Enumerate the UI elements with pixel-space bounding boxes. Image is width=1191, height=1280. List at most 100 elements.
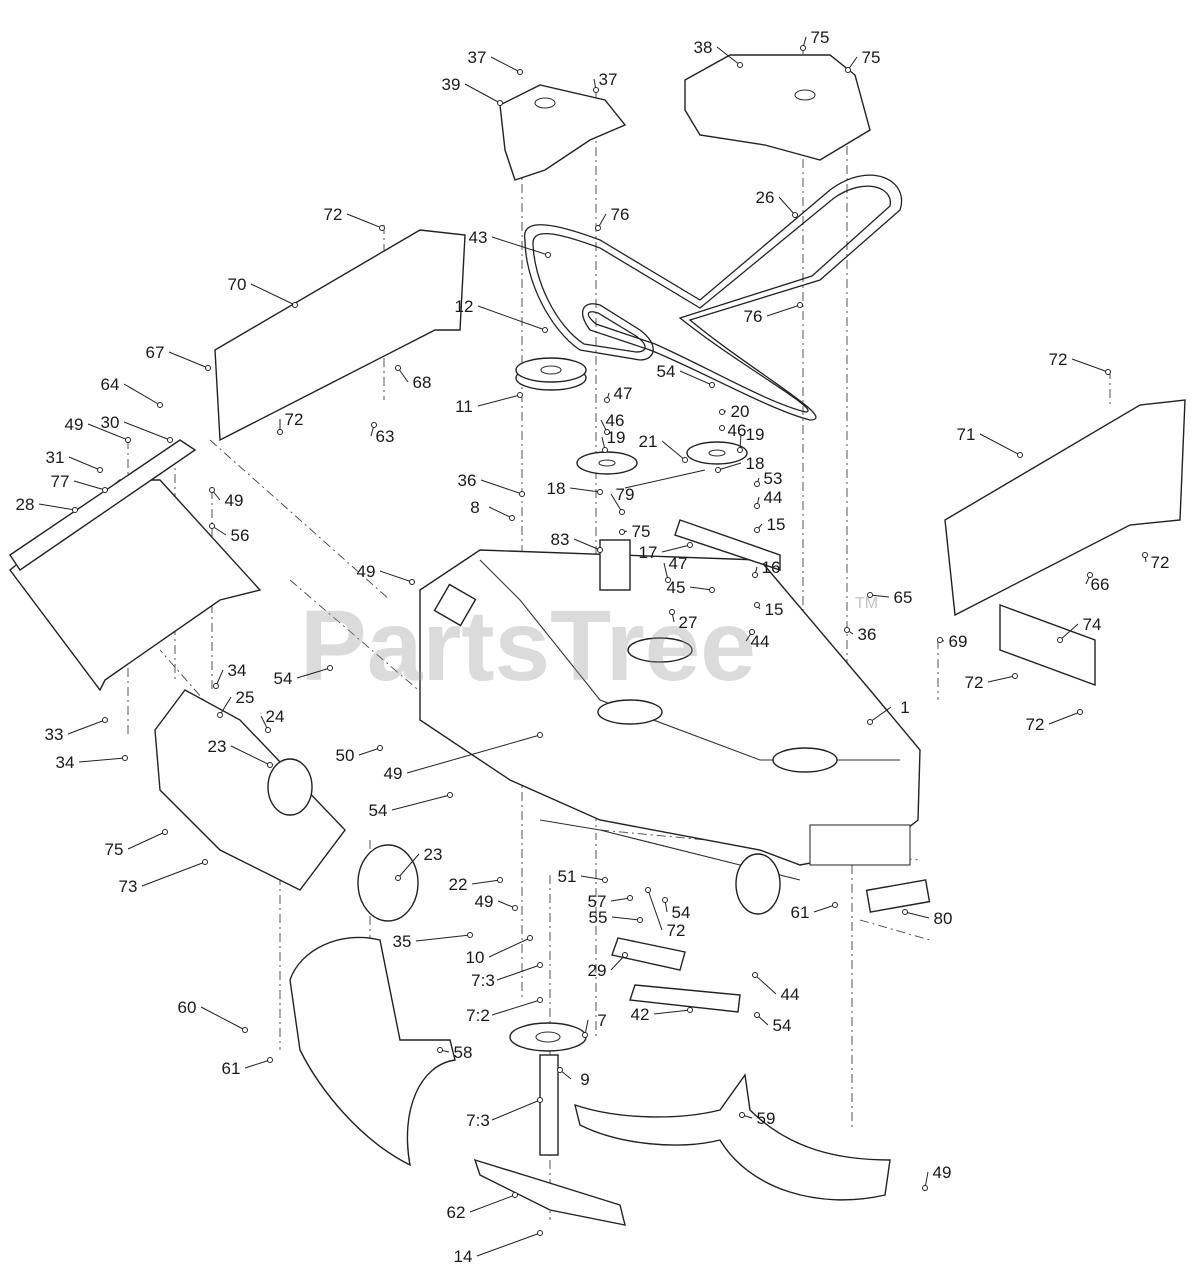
hardware-fastener (519, 491, 525, 497)
hardware-fastener (97, 467, 103, 473)
callout-number: 54 (369, 801, 388, 820)
callout-72-62: 72 (965, 673, 1018, 692)
callout-leader-line (679, 370, 713, 386)
hardware-fastener (512, 905, 518, 911)
callout-61-81: 61 (791, 902, 838, 922)
callout-66-51: 66 (1085, 572, 1109, 594)
callout-77-35: 77 (51, 472, 108, 493)
hardware-fastener (1105, 369, 1111, 375)
callout-number: 29 (588, 961, 607, 980)
callout-leader-line (250, 283, 296, 306)
hardware-fastener (377, 745, 383, 751)
callout-24-65: 24 (260, 707, 284, 733)
callout-number: 33 (45, 725, 64, 744)
callout-75-3: 75 (845, 48, 880, 73)
callout-number: 54 (672, 903, 691, 922)
hardware-fastener (277, 429, 283, 435)
callout-number: 80 (934, 909, 953, 928)
hardware-fastener (162, 829, 168, 835)
hardware-fastener (792, 212, 798, 218)
callout-72-49: 72 (1142, 552, 1169, 572)
callout-number: 1 (900, 698, 909, 717)
callout-leader-line (653, 1009, 691, 1015)
callout-34-68: 34 (56, 753, 128, 772)
callout-79-37: 79 (610, 485, 634, 515)
callout-64-20: 64 (101, 375, 163, 408)
hardware-fastener (832, 902, 838, 908)
hardware-fastener (379, 225, 385, 231)
hardware-fastener (217, 712, 223, 718)
hardware-fastener (754, 481, 760, 487)
callout-53-33: 53 (754, 469, 782, 488)
callout-26-8: 26 (756, 188, 798, 218)
callout-47-16: 47 (604, 384, 632, 403)
watermark: PartsTree TM (300, 590, 878, 702)
callout-leader-line (168, 351, 209, 369)
hardware-fastener (737, 62, 743, 68)
callout-57-77: 57 (588, 892, 633, 911)
callout-leader-line (766, 304, 801, 317)
callout-45-53: 45 (667, 578, 715, 597)
callout-33-67: 33 (45, 717, 108, 744)
callout-39-5: 39 (442, 75, 503, 106)
callout-leader-line (488, 937, 531, 958)
hardware-fastener (752, 572, 758, 578)
hardware-fastener (627, 895, 633, 901)
callout-number: 21 (639, 432, 658, 451)
callout-number: 15 (765, 600, 784, 619)
callout-7-2-90: 7:2 (466, 997, 543, 1025)
hardware-fastener (844, 627, 850, 633)
hardware-fastener (604, 397, 610, 403)
callout-37-0: 37 (468, 48, 523, 75)
callout-number: 36 (858, 625, 877, 644)
callout-number: 49 (475, 892, 494, 911)
callout-23-69: 23 (208, 737, 273, 768)
callout-54-61: 54 (274, 665, 333, 688)
hardware-fastener (597, 547, 603, 553)
callout-number: 73 (119, 877, 138, 896)
callout-leader-line (497, 900, 516, 909)
callout-65-52: 65 (867, 588, 912, 607)
hardware-fastener (242, 1027, 248, 1033)
callout-leader-line (496, 964, 541, 981)
hardware-fastener (582, 1032, 588, 1038)
callout-number: 57 (588, 892, 607, 911)
hardware-fastener (265, 727, 271, 733)
callout-70-10: 70 (228, 275, 298, 308)
callout-leader-line (979, 433, 1021, 456)
hardware-fastener (937, 637, 943, 643)
hardware-fastener (800, 45, 806, 51)
callout-leader-line (610, 493, 623, 513)
callout-56-44: 56 (209, 523, 249, 545)
callout-number: 22 (449, 875, 468, 894)
callout-leader-line (610, 954, 626, 971)
hardware-fastener (267, 762, 273, 768)
hardware-fastener (662, 897, 668, 903)
callout-leader-line (127, 831, 166, 850)
callout-7-3-88: 7:3 (471, 962, 543, 990)
callout-number: 23 (424, 845, 443, 864)
hardware-fastener (72, 507, 78, 513)
hardware-fastener (845, 67, 851, 73)
callout-number: 12 (455, 297, 474, 316)
hardware-fastener (517, 392, 523, 398)
callout-leader-line (490, 56, 521, 73)
hardware-fastener (619, 509, 625, 515)
hardware-fastener (719, 425, 725, 431)
callout-27-55: 27 (669, 609, 697, 632)
callout-leader-line (78, 757, 126, 763)
callout-72-29: 72 (1049, 350, 1111, 375)
callout-leader-line (1048, 711, 1081, 725)
callout-number: 75 (811, 28, 830, 47)
callout-number: 7 (597, 1011, 606, 1030)
callout-number: 34 (56, 753, 75, 772)
callout-49-71: 49 (384, 732, 543, 783)
callout-49-27: 49 (65, 415, 131, 443)
callout-leader-line (346, 213, 383, 229)
callout-number: 51 (558, 867, 577, 886)
callout-number: 54 (773, 1016, 792, 1035)
callout-46-21: 46 (600, 411, 624, 435)
callout-leader-line (778, 196, 796, 216)
callout-number: 37 (468, 48, 487, 67)
